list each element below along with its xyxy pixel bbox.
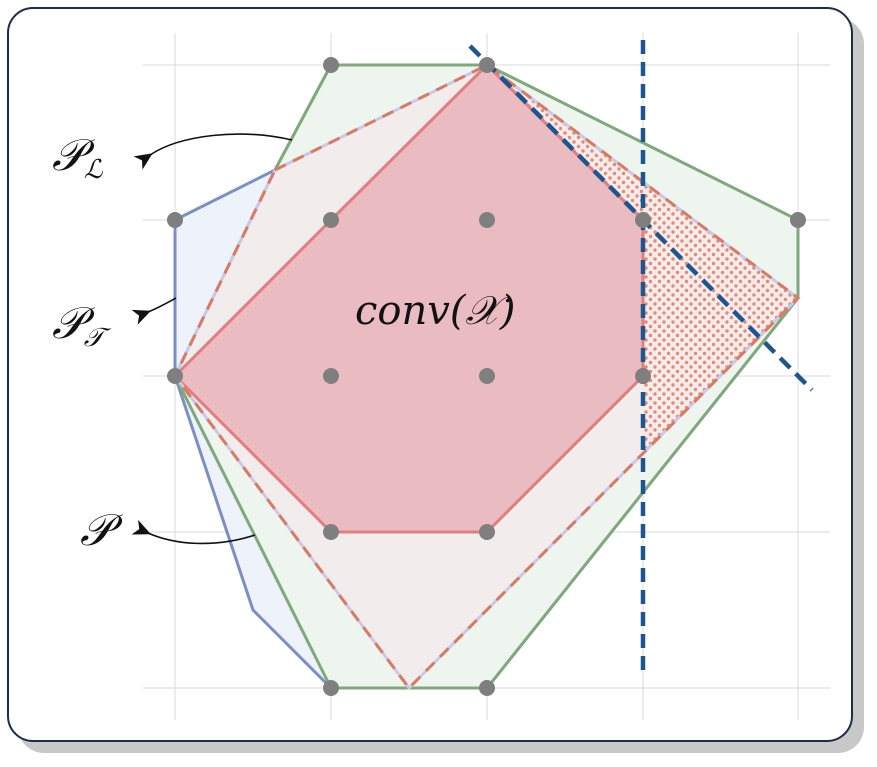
integer-points [167, 57, 806, 696]
polytope-P-T-outline [173, 63, 801, 691]
conv-hull-label: conv(𝒳) [355, 288, 516, 334]
label-P-L: 𝒫ℒ [52, 130, 103, 185]
label-P-T: 𝒫𝒯 [52, 298, 104, 353]
label-P: 𝒫 [80, 505, 112, 556]
label-arrows [131, 133, 293, 545]
convex-hull [172, 62, 645, 534]
cut-off-region [487, 65, 798, 452]
